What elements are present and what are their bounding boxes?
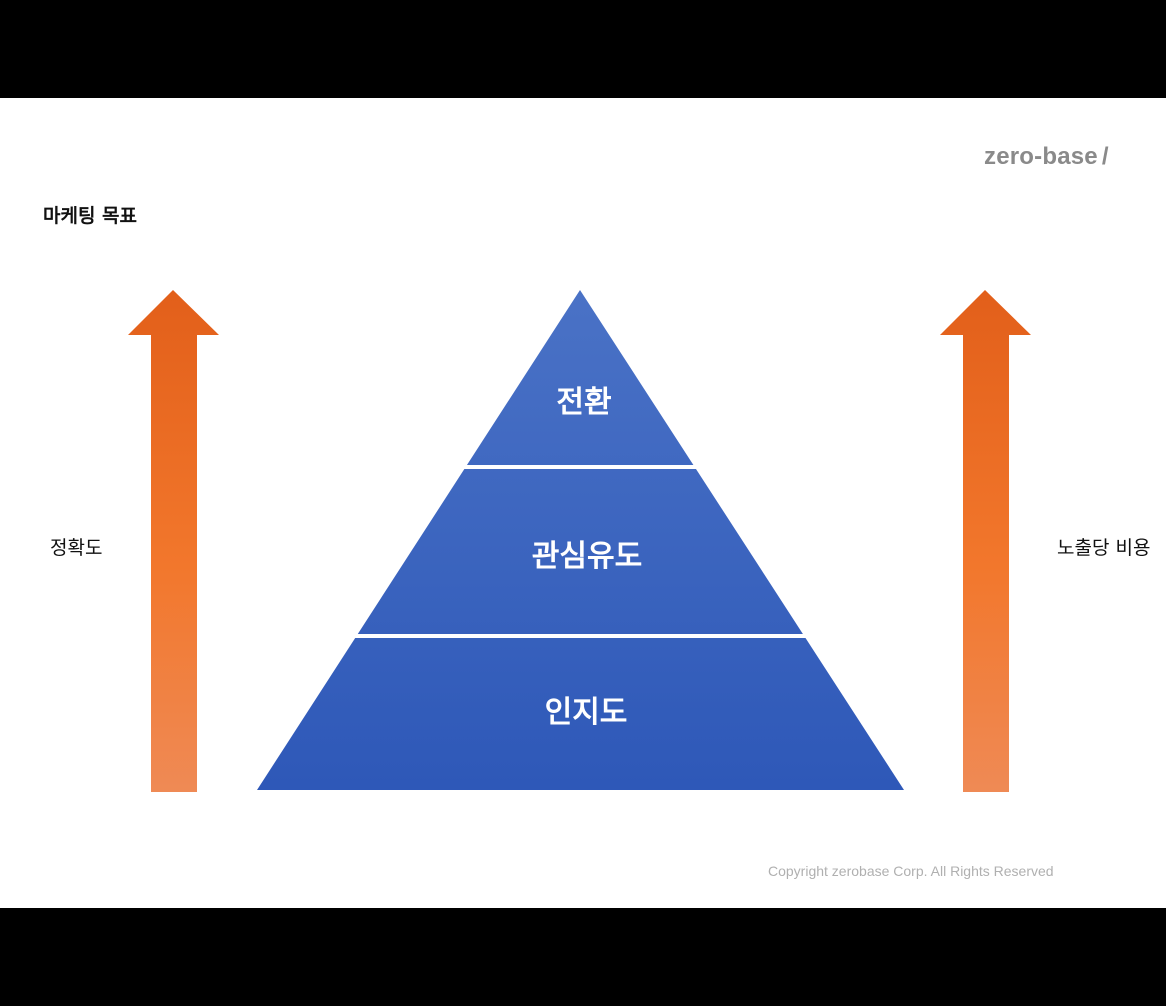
left-axis-label: 정확도 — [50, 537, 103, 559]
tier-label-engagement: 관심유도 — [532, 539, 642, 574]
pyramid-body — [257, 290, 904, 790]
copyright-notice: Copyright zerobase Corp. All Rights Rese… — [768, 863, 1054, 879]
brand-logo-slash: / — [1101, 143, 1109, 170]
tier-label-conversion: 전환 — [556, 385, 611, 420]
left-up-arrow — [128, 290, 219, 792]
tier-label-awareness: 인지도 — [545, 695, 628, 730]
right-axis-label: 노출당 비용 — [1057, 537, 1151, 559]
brand-logo: zero-base/ — [984, 143, 1109, 171]
brand-logo-text: zero-base — [984, 143, 1098, 170]
right-up-arrow — [940, 290, 1031, 792]
slide-title: 마케팅 목표 — [43, 205, 138, 227]
